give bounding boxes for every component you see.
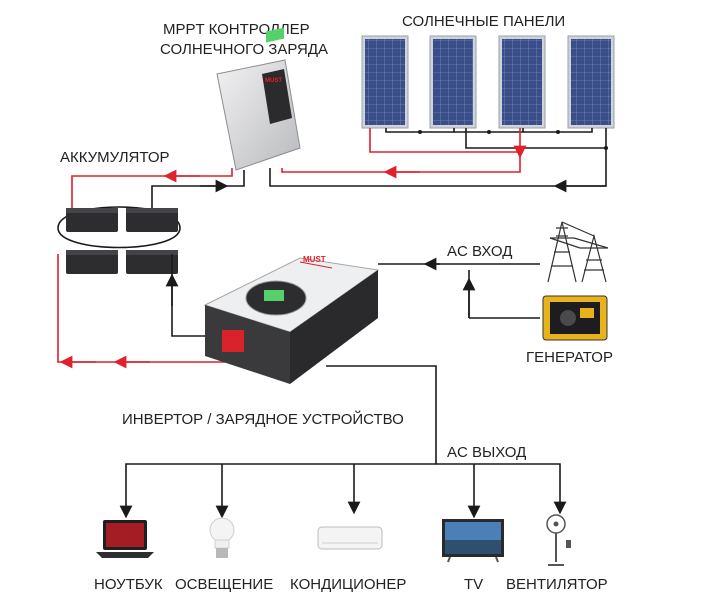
- inverter-display: [264, 290, 284, 301]
- battery-label: АККУМУЛЯТОР: [60, 149, 170, 166]
- lightbulb-icon: [209, 517, 235, 558]
- ac-output-label: AC ВЫХОД: [447, 444, 526, 461]
- mppt-battery-negative: [151, 170, 245, 208]
- inverter-charger: MUST: [203, 255, 380, 384]
- mppt-brand-logo: MUST: [265, 78, 282, 84]
- solar-panel: [429, 35, 477, 129]
- laptop-icon: [96, 520, 154, 558]
- mppt-display: [266, 27, 284, 43]
- battery-unit: [126, 208, 178, 232]
- fan-icon: [546, 514, 571, 566]
- solar-panels-label: СОЛНЕЧНЫЕ ПАНЕЛИ: [402, 13, 565, 30]
- ac-input-label: AC ВХОД: [447, 243, 512, 260]
- solar-panel: [567, 35, 615, 129]
- battery-unit: [126, 250, 178, 274]
- battery-unit: [66, 208, 118, 232]
- load-label-fan: ВЕНТИЛЯТОР: [506, 576, 608, 593]
- panel-wiring: [269, 128, 608, 193]
- ac-output-bus: [119, 365, 437, 519]
- inverter-brand-logo: MUST: [303, 255, 326, 264]
- solar-panel: [361, 35, 409, 129]
- mppt-label-line1: MPPT КОНТРОЛЛЕР: [163, 21, 310, 38]
- load-label-laptop: НОУТБУК: [94, 576, 163, 593]
- tv-icon: [442, 519, 504, 563]
- load-label-tv: TV: [464, 576, 483, 593]
- battery-bank: [57, 206, 181, 274]
- battery-unit: [66, 250, 118, 274]
- generator-label: ГЕНЕРАТОР: [526, 349, 613, 366]
- inverter-label: ИНВЕРТОР / ЗАРЯДНОЕ УСТРОЙСТВО: [122, 410, 404, 428]
- mppt-controller: MUST: [216, 27, 301, 171]
- mppt-battery-positive: [71, 168, 233, 208]
- air-conditioner-icon: [317, 526, 383, 550]
- solar-panel: [498, 35, 546, 129]
- generator-icon: [542, 295, 608, 341]
- load-label-ac: КОНДИЦИОНЕР: [290, 576, 406, 593]
- power-tower-icon: [547, 221, 609, 283]
- solar-panel-array: [361, 35, 615, 129]
- load-label-lighting: ОСВЕЩЕНИЕ: [175, 576, 273, 593]
- inverter-dc-terminal: [222, 330, 244, 352]
- mppt-label-line2: СОЛНЕЧНОГО ЗАРЯДА: [160, 41, 328, 58]
